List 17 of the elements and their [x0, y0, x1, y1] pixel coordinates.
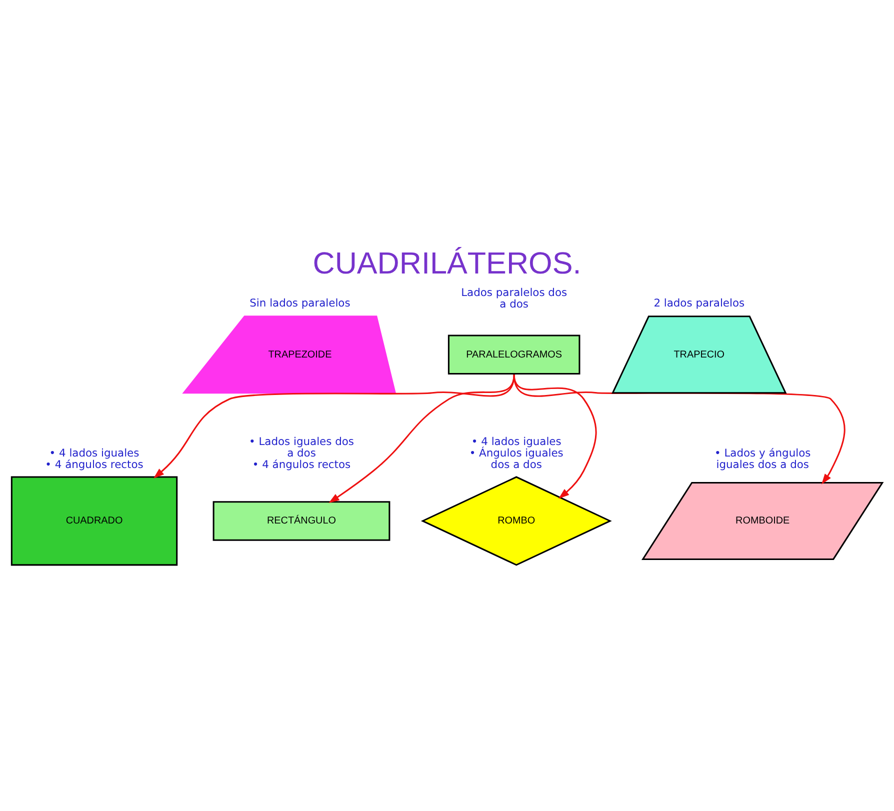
node-box: CUADRADO	[10, 476, 178, 566]
node-box: RECTÁNGULO	[212, 501, 390, 541]
node-label: • 4 ángulos rectos	[45, 458, 144, 471]
node-label: • Lados iguales dos a dos	[249, 435, 354, 460]
node-label: 2 lados paralelos	[654, 296, 745, 310]
node-diamond: ROMBO	[420, 476, 612, 566]
arrow	[328, 374, 515, 504]
arrow	[513, 374, 846, 484]
node-label: • 4 ángulos rectos	[252, 458, 351, 471]
node-box: PARALELOGRAMOS	[448, 334, 580, 375]
node-label: Sin lados paralelos	[250, 296, 350, 310]
node-label: Lados paralelos dos a dos	[461, 286, 568, 310]
node-label: • Lados y ángulos iguales dos a dos	[714, 446, 811, 471]
node-label: • Ángulos iguales dos a dos	[469, 446, 564, 471]
node-label: • 4 lados iguales	[49, 446, 140, 460]
node-label: • 4 lados iguales	[471, 435, 562, 448]
diagram-title: CUADRILÁTEROS.	[312, 246, 582, 281]
